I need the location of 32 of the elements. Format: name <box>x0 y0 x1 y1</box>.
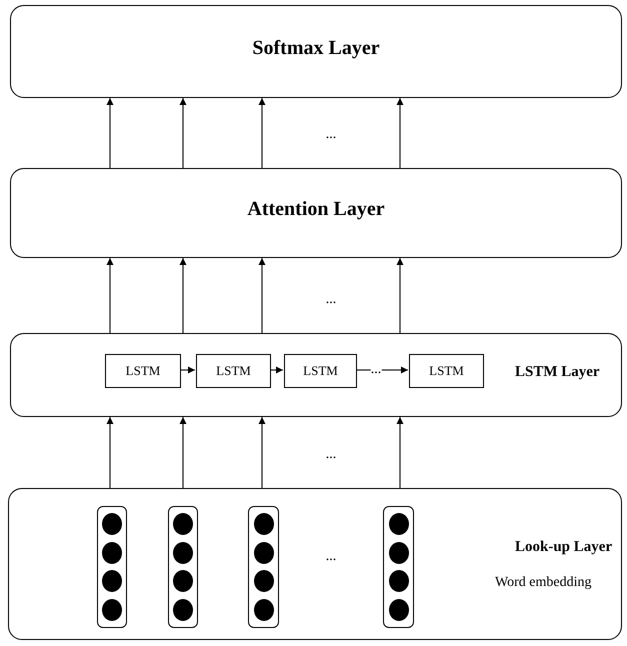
arrow <box>180 258 186 334</box>
embedding-vector <box>168 506 198 628</box>
lstm-cell-box: LSTM <box>284 354 357 388</box>
layer-subtitle: Word embedding <box>495 575 592 591</box>
layer-title: Attention Layer <box>246 198 386 221</box>
lstm-cell-box: LSTM <box>105 354 181 388</box>
embedding-vector <box>97 506 127 628</box>
layer-box <box>10 333 622 417</box>
arrow <box>180 366 196 374</box>
layer-title: Softmax Layer <box>251 36 381 60</box>
arrow <box>258 258 266 334</box>
arrow <box>258 416 266 488</box>
arrow <box>396 416 404 488</box>
arrow <box>396 258 404 334</box>
arrow <box>396 98 404 168</box>
lstm-cell-box: LSTM <box>409 354 484 388</box>
layer-title: LSTM Layer <box>515 364 600 381</box>
arrow <box>180 416 186 488</box>
arrow <box>180 98 186 168</box>
layer-title: Look-up Layer <box>515 539 612 556</box>
arrow <box>106 258 114 334</box>
embedding-vector <box>383 506 414 628</box>
lstm-cell-box: LSTM <box>196 354 271 388</box>
embedding-vector <box>248 506 279 628</box>
layer-box <box>10 168 622 258</box>
layer-box <box>8 488 622 640</box>
arrow <box>270 366 284 374</box>
arrow <box>106 416 114 488</box>
arrow <box>258 98 266 168</box>
layer-box <box>10 5 622 98</box>
arrow <box>106 98 114 168</box>
arrow <box>356 366 408 374</box>
